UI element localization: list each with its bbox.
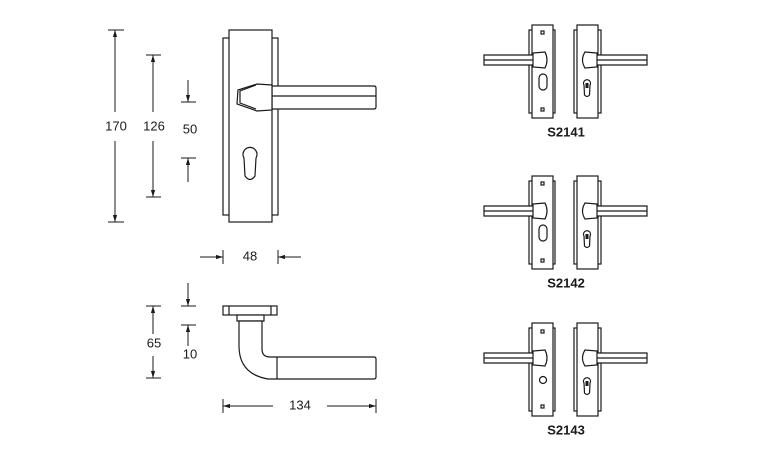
- variant-s2143: S2143: [483, 322, 648, 437]
- dim-126: 126: [143, 118, 165, 133]
- dimension-projection: 65: [146, 305, 161, 379]
- dim-10: 10: [183, 346, 197, 361]
- backplate: [228, 29, 273, 223]
- dimension-width: 48: [200, 248, 301, 264]
- lever-side: [238, 320, 377, 380]
- cylinder-lock-icon: [582, 79, 592, 98]
- right-handle-plate: [573, 322, 648, 417]
- right-handle-plate: [573, 175, 648, 270]
- dimension-overall-height: 170: [105, 29, 127, 223]
- cylinder-lock-icon: [582, 230, 592, 249]
- dim-48: 48: [243, 248, 257, 263]
- variant-label: S2142: [547, 275, 585, 290]
- left-handle-plate: [483, 175, 556, 270]
- variant-s2142: S2142: [483, 175, 648, 290]
- oval-hole-icon: [538, 224, 548, 242]
- dimension-rose-thickness: 10: [181, 283, 197, 361]
- dimension-center-distance: 50: [181, 80, 197, 182]
- variant-s2141: S2141: [483, 24, 648, 139]
- cylinder-lock-icon: [582, 377, 592, 396]
- right-handle-plate: [573, 24, 648, 119]
- side-view: [222, 305, 377, 380]
- variant-label: S2141: [547, 124, 585, 139]
- dim-170: 170: [105, 118, 127, 133]
- dim-50: 50: [183, 121, 197, 136]
- dimension-lever-length: 134: [222, 397, 377, 413]
- dim-65: 65: [147, 335, 161, 350]
- lever-rose: [236, 83, 273, 112]
- oval-hole-icon: [538, 73, 548, 91]
- front-view: [222, 29, 377, 223]
- dimension-fixing-distance: 126: [143, 54, 165, 198]
- turn-knob-icon: [538, 375, 548, 385]
- lever-arm: [271, 85, 377, 110]
- left-handle-plate: [483, 24, 556, 119]
- keyhole-icon: [242, 146, 258, 181]
- left-handle-plate: [483, 322, 556, 417]
- dim-134: 134: [289, 397, 311, 412]
- variant-label: S2143: [547, 422, 585, 437]
